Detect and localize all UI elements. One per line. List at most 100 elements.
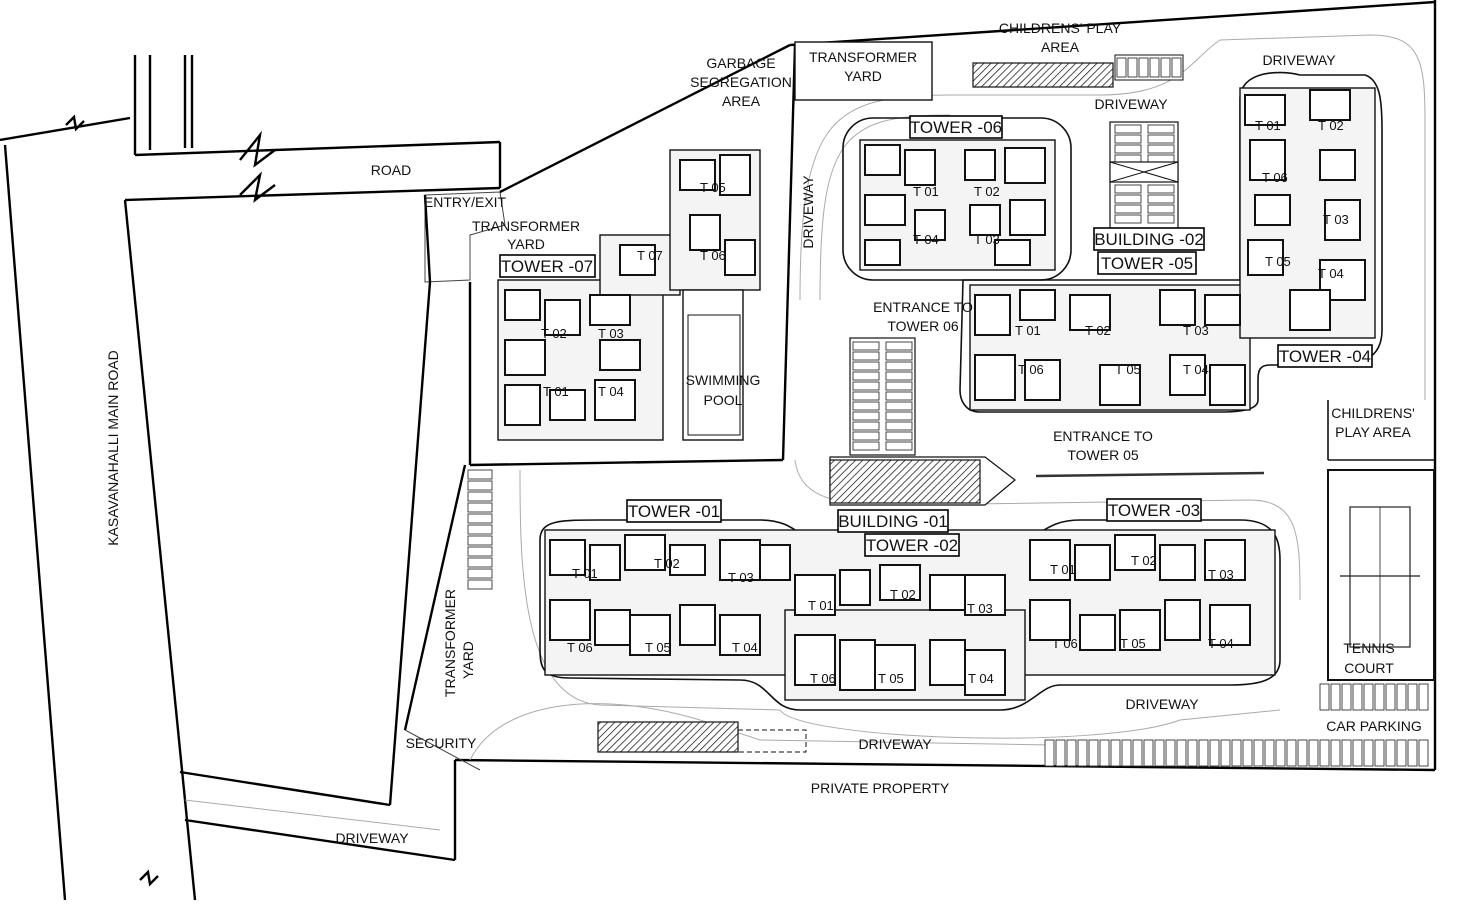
tennis-court-label: COURT <box>1344 660 1394 676</box>
parking-stall <box>1116 57 1127 78</box>
parking-stall <box>1297 739 1308 767</box>
parking-stall <box>1127 57 1138 78</box>
transformer-yard-side-label: TRANSFORMER <box>442 589 458 697</box>
tower-01-label: TOWER -01 <box>628 502 720 521</box>
parking-stall <box>885 351 913 361</box>
building-01-stalls <box>852 341 913 451</box>
tower-05-block <box>959 71 1383 413</box>
tower-05-label: TOWER -05 <box>1101 254 1193 273</box>
parking-stall <box>467 513 493 524</box>
parking-stall <box>1198 739 1209 767</box>
parking-stall <box>1160 57 1171 78</box>
unit-label: T 06 <box>700 248 726 263</box>
unit-label: T 05 <box>700 180 726 195</box>
parking-stall <box>1121 739 1132 767</box>
apartment-unit <box>669 544 706 576</box>
driveway-label: DRIVEWAY <box>1094 96 1168 112</box>
parking-stall <box>852 361 880 371</box>
unit-label: T 04 <box>913 232 939 247</box>
parking-stall <box>852 381 880 391</box>
security-label: SECURITY <box>406 735 477 751</box>
road-label: ROAD <box>371 162 411 178</box>
parking-stall <box>885 381 913 391</box>
tower-07-block <box>497 149 761 441</box>
parking-stall <box>1077 739 1088 767</box>
tower-03-label: TOWER -03 <box>1108 501 1200 520</box>
parking-stall <box>852 441 880 451</box>
car-parking-label: CAR PARKING <box>1326 718 1421 734</box>
parking-stall <box>885 431 913 441</box>
apartment-unit <box>929 574 966 611</box>
apartment-unit <box>1029 599 1071 641</box>
building-02-block <box>1109 121 1179 231</box>
private-property-label: PRIVATE PROPERTY <box>811 780 950 796</box>
apartment-unit <box>549 539 586 576</box>
unit-label: T 06 <box>567 640 593 655</box>
unit-label: T 06 <box>1052 636 1078 651</box>
tennis-court <box>1327 400 1435 681</box>
parking-stall <box>852 421 880 431</box>
parking-stall <box>1418 739 1429 767</box>
unit-label: T 02 <box>1318 118 1344 133</box>
parking-stall <box>1165 739 1176 767</box>
parking-stall <box>885 401 913 411</box>
parking-stall <box>1330 739 1341 767</box>
tower-06-block <box>842 117 1072 281</box>
parking-stall <box>467 557 493 568</box>
entry-exit-label: ENTRY/EXIT <box>424 194 507 210</box>
parking-stall <box>1341 683 1352 711</box>
unit-label: T 01 <box>1050 562 1076 577</box>
apartment-unit <box>624 534 666 571</box>
parking-stall <box>1220 739 1231 767</box>
driveway-label: DRIVEWAY <box>1262 52 1336 68</box>
parking-stall <box>1319 739 1330 767</box>
apartment-unit <box>1164 599 1201 641</box>
unit-label: T 01 <box>808 598 834 613</box>
apartment-unit <box>1079 614 1116 651</box>
unit-label: T 05 <box>1115 362 1141 377</box>
parking-stall <box>1385 739 1396 767</box>
unit-label: T 04 <box>1318 266 1344 281</box>
unit-labels: T 05 T 07 T 06 T 02 T 03 T 01 T 04 T 01 … <box>541 118 1349 686</box>
main-road <box>0 114 210 915</box>
unit-label: T 02 <box>974 184 1000 199</box>
parking-stall <box>1231 739 1242 767</box>
parking-stall <box>1363 739 1374 767</box>
apartment-unit <box>964 574 1006 616</box>
unit-label: T 01 <box>1255 118 1281 133</box>
tower-07-label: TOWER -07 <box>501 257 593 276</box>
apartment-unit <box>964 649 1006 696</box>
building-01-block <box>829 337 1016 506</box>
parking-stall <box>1114 144 1142 154</box>
parking-stall <box>885 411 913 421</box>
unit-label: T 04 <box>968 671 994 686</box>
parking-stall <box>1308 739 1319 767</box>
unit-label: T 03 <box>967 601 993 616</box>
parking-rows <box>467 469 1429 767</box>
unit-label: T 02 <box>541 326 567 341</box>
apartment-unit <box>794 634 836 686</box>
unit-label: T 02 <box>654 556 680 571</box>
parking-stall <box>1176 739 1187 767</box>
parking-stall <box>1147 134 1175 144</box>
parking-stall <box>467 535 493 546</box>
parking-stall <box>1407 739 1418 767</box>
parking-stall <box>1114 184 1142 194</box>
apartment-unit <box>719 539 761 581</box>
apartment-unit <box>549 599 591 641</box>
unit-label: T 05 <box>878 671 904 686</box>
parking-stall <box>1044 739 1055 767</box>
parking-stall <box>1319 683 1330 711</box>
parking-stall <box>852 411 880 421</box>
apartment-unit <box>589 544 621 581</box>
apartment-unit <box>794 574 836 616</box>
driveway-label: DRIVEWAY <box>858 736 932 752</box>
parking-stall <box>1363 683 1374 711</box>
apartment-unit <box>1159 544 1196 581</box>
apartment-unit <box>1114 534 1156 571</box>
unit-label: T 02 <box>890 587 916 602</box>
entrance-t5-label: ENTRANCE TO <box>1053 428 1153 444</box>
play-area-top-label: AREA <box>1041 39 1080 55</box>
